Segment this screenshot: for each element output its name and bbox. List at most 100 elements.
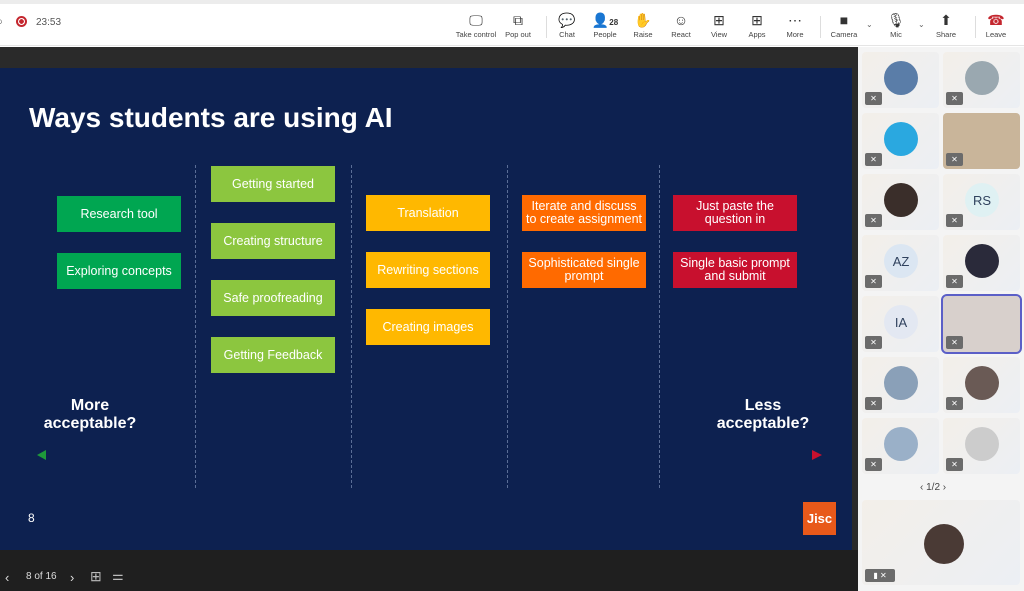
presentation-controls: ‹ 8 of 16 › ⊞ ⚌ — [0, 550, 858, 591]
participant-tile[interactable]: ✕ — [943, 52, 1020, 108]
pop-out-icon: ⧉ — [513, 12, 523, 28]
avatar — [884, 61, 918, 95]
take-control-icon: 🖵 — [469, 12, 483, 28]
more-acceptable-label: More acceptable? — [43, 397, 137, 432]
mic-off-icon: ✕ — [946, 214, 963, 227]
participant-tile[interactable]: IA✕ — [862, 296, 939, 352]
previous-slide-button[interactable]: ‹ — [5, 570, 10, 585]
share-button[interactable]: ⬆ Share — [924, 10, 968, 39]
shield-icon: ○ — [0, 16, 3, 28]
mic-button[interactable]: 🎙Mic — [874, 10, 918, 39]
usage-box: Getting started — [211, 166, 335, 202]
view-icon: ⊞ — [713, 12, 725, 28]
raise-hand-icon: ✋ — [634, 12, 652, 28]
avatar — [965, 244, 999, 278]
prev-page-button[interactable]: ‹ — [920, 482, 927, 493]
participant-tile[interactable]: ✕ — [862, 357, 939, 413]
avatar: RS — [965, 183, 999, 217]
usage-box: Safe proofreading — [211, 280, 335, 316]
button-label: Raise — [633, 30, 653, 39]
participant-tile[interactable]: ✕ — [941, 294, 1022, 354]
settings-sliders-icon[interactable]: ⚌ — [112, 568, 124, 583]
people-icon: 👤28 — [591, 12, 619, 28]
divider — [507, 165, 508, 488]
participant-tile[interactable]: ✕ — [943, 357, 1020, 413]
participant-tile[interactable]: ✕ — [943, 418, 1020, 474]
camera-options-chevron-icon[interactable]: ⌄ — [866, 20, 873, 29]
view-button[interactable]: ⊞ View — [697, 10, 741, 39]
usage-box: Sophisticated single prompt — [522, 252, 646, 288]
toolbar-separator — [975, 16, 976, 38]
divider — [659, 165, 660, 488]
usage-box: Getting Feedback — [211, 337, 335, 373]
react-icon: ☺ — [673, 12, 689, 28]
participants-panel: ✕✕✕✕✕RS✕AZ✕✕IA✕✕✕✕✕✕ ‹ 1/2 › ▮ ✕ — [858, 47, 1024, 591]
slide-title: Ways students are using AI — [29, 102, 393, 133]
more-icon: ⋯ — [788, 12, 802, 28]
avatar — [924, 524, 964, 564]
meeting-timer: 23:53 — [36, 17, 62, 28]
usage-box: Creating structure — [211, 223, 335, 259]
participant-tile[interactable]: ✕ — [943, 113, 1020, 169]
camera-off-icon: ■ — [839, 12, 849, 28]
recording-icon — [16, 16, 27, 27]
button-label: People — [593, 30, 617, 39]
button-label: Take control — [455, 30, 497, 39]
meeting-toolbar: ○ 23:53 🖵 Take control⧉Pop out 💬 Chat 👤28Peo… — [0, 0, 1024, 46]
avatar: AZ — [884, 244, 918, 278]
button-label: React — [671, 30, 691, 39]
button-label: View — [710, 30, 728, 39]
participant-tile[interactable]: AZ✕ — [862, 235, 939, 291]
usage-box: Iterate and discuss to create assignment — [522, 195, 646, 231]
button-label: Chat — [559, 30, 575, 39]
apps-icon: ⊞ — [751, 12, 763, 28]
participant-tile[interactable]: ✕ — [943, 235, 1020, 291]
participant-tile[interactable]: ✕ — [862, 113, 939, 169]
mic-off-icon: ✕ — [865, 397, 882, 410]
button-label: Mic — [890, 30, 902, 39]
mic-off-icon: ✕ — [865, 214, 882, 227]
gallery-pagination: ‹ 1/2 › — [920, 482, 946, 493]
next-slide-button[interactable]: › — [70, 570, 75, 585]
mic-off-icon: ✕ — [946, 153, 963, 166]
button-label: Apps — [748, 30, 766, 39]
next-page-button[interactable]: › — [942, 482, 947, 493]
slide: Ways students are using AI Research tool… — [0, 68, 852, 550]
chat-icon: 💬 — [558, 12, 576, 28]
pop-out-button[interactable]: ⧉Pop out — [496, 10, 540, 39]
participant-tile[interactable]: ✕ — [862, 174, 939, 230]
chat-button[interactable]: 💬 Chat — [545, 10, 589, 39]
usage-box: Research tool — [57, 196, 181, 232]
less-acceptable-label: Less acceptable? — [716, 397, 810, 432]
share-icon: ⬆ — [940, 12, 952, 28]
participant-tile[interactable]: ✕ — [862, 418, 939, 474]
take-control-button[interactable]: 🖵 Take control — [454, 10, 498, 39]
camera-button[interactable]: ■Camera — [822, 10, 866, 39]
page-indicator: 8 of 16 — [26, 571, 57, 582]
react-button[interactable]: ☺ React — [659, 10, 703, 39]
avatar — [884, 122, 918, 156]
usage-box: Translation — [366, 195, 490, 231]
leave-button[interactable]: ☎ Leave — [974, 10, 1018, 39]
button-label: Leave — [985, 30, 1007, 39]
raise-button[interactable]: ✋ Raise — [621, 10, 665, 39]
mic-off-icon: ✕ — [946, 397, 963, 410]
participant-tile[interactable]: RS✕ — [943, 174, 1020, 230]
toolbar-separator — [546, 16, 547, 38]
acceptability-arrow — [37, 450, 822, 460]
avatar — [965, 427, 999, 461]
avatar — [884, 183, 918, 217]
button-label: Share — [935, 30, 956, 39]
usage-box: Exploring concepts — [57, 253, 181, 289]
grid-view-icon[interactable]: ⊞ — [90, 568, 102, 584]
apps-button[interactable]: ⊞ Apps — [735, 10, 779, 39]
mic-options-chevron-icon[interactable]: ⌄ — [918, 20, 925, 29]
leave-icon: ☎ — [987, 12, 1005, 28]
people-count: 28 — [609, 18, 619, 27]
more-button[interactable]: ⋯More — [773, 10, 817, 39]
participant-tile[interactable]: ✕ — [862, 52, 939, 108]
toolbar-separator — [820, 16, 821, 38]
self-view-tile[interactable]: ▮ ✕ — [862, 500, 1020, 585]
usage-box: Single basic prompt and submit — [673, 252, 797, 288]
